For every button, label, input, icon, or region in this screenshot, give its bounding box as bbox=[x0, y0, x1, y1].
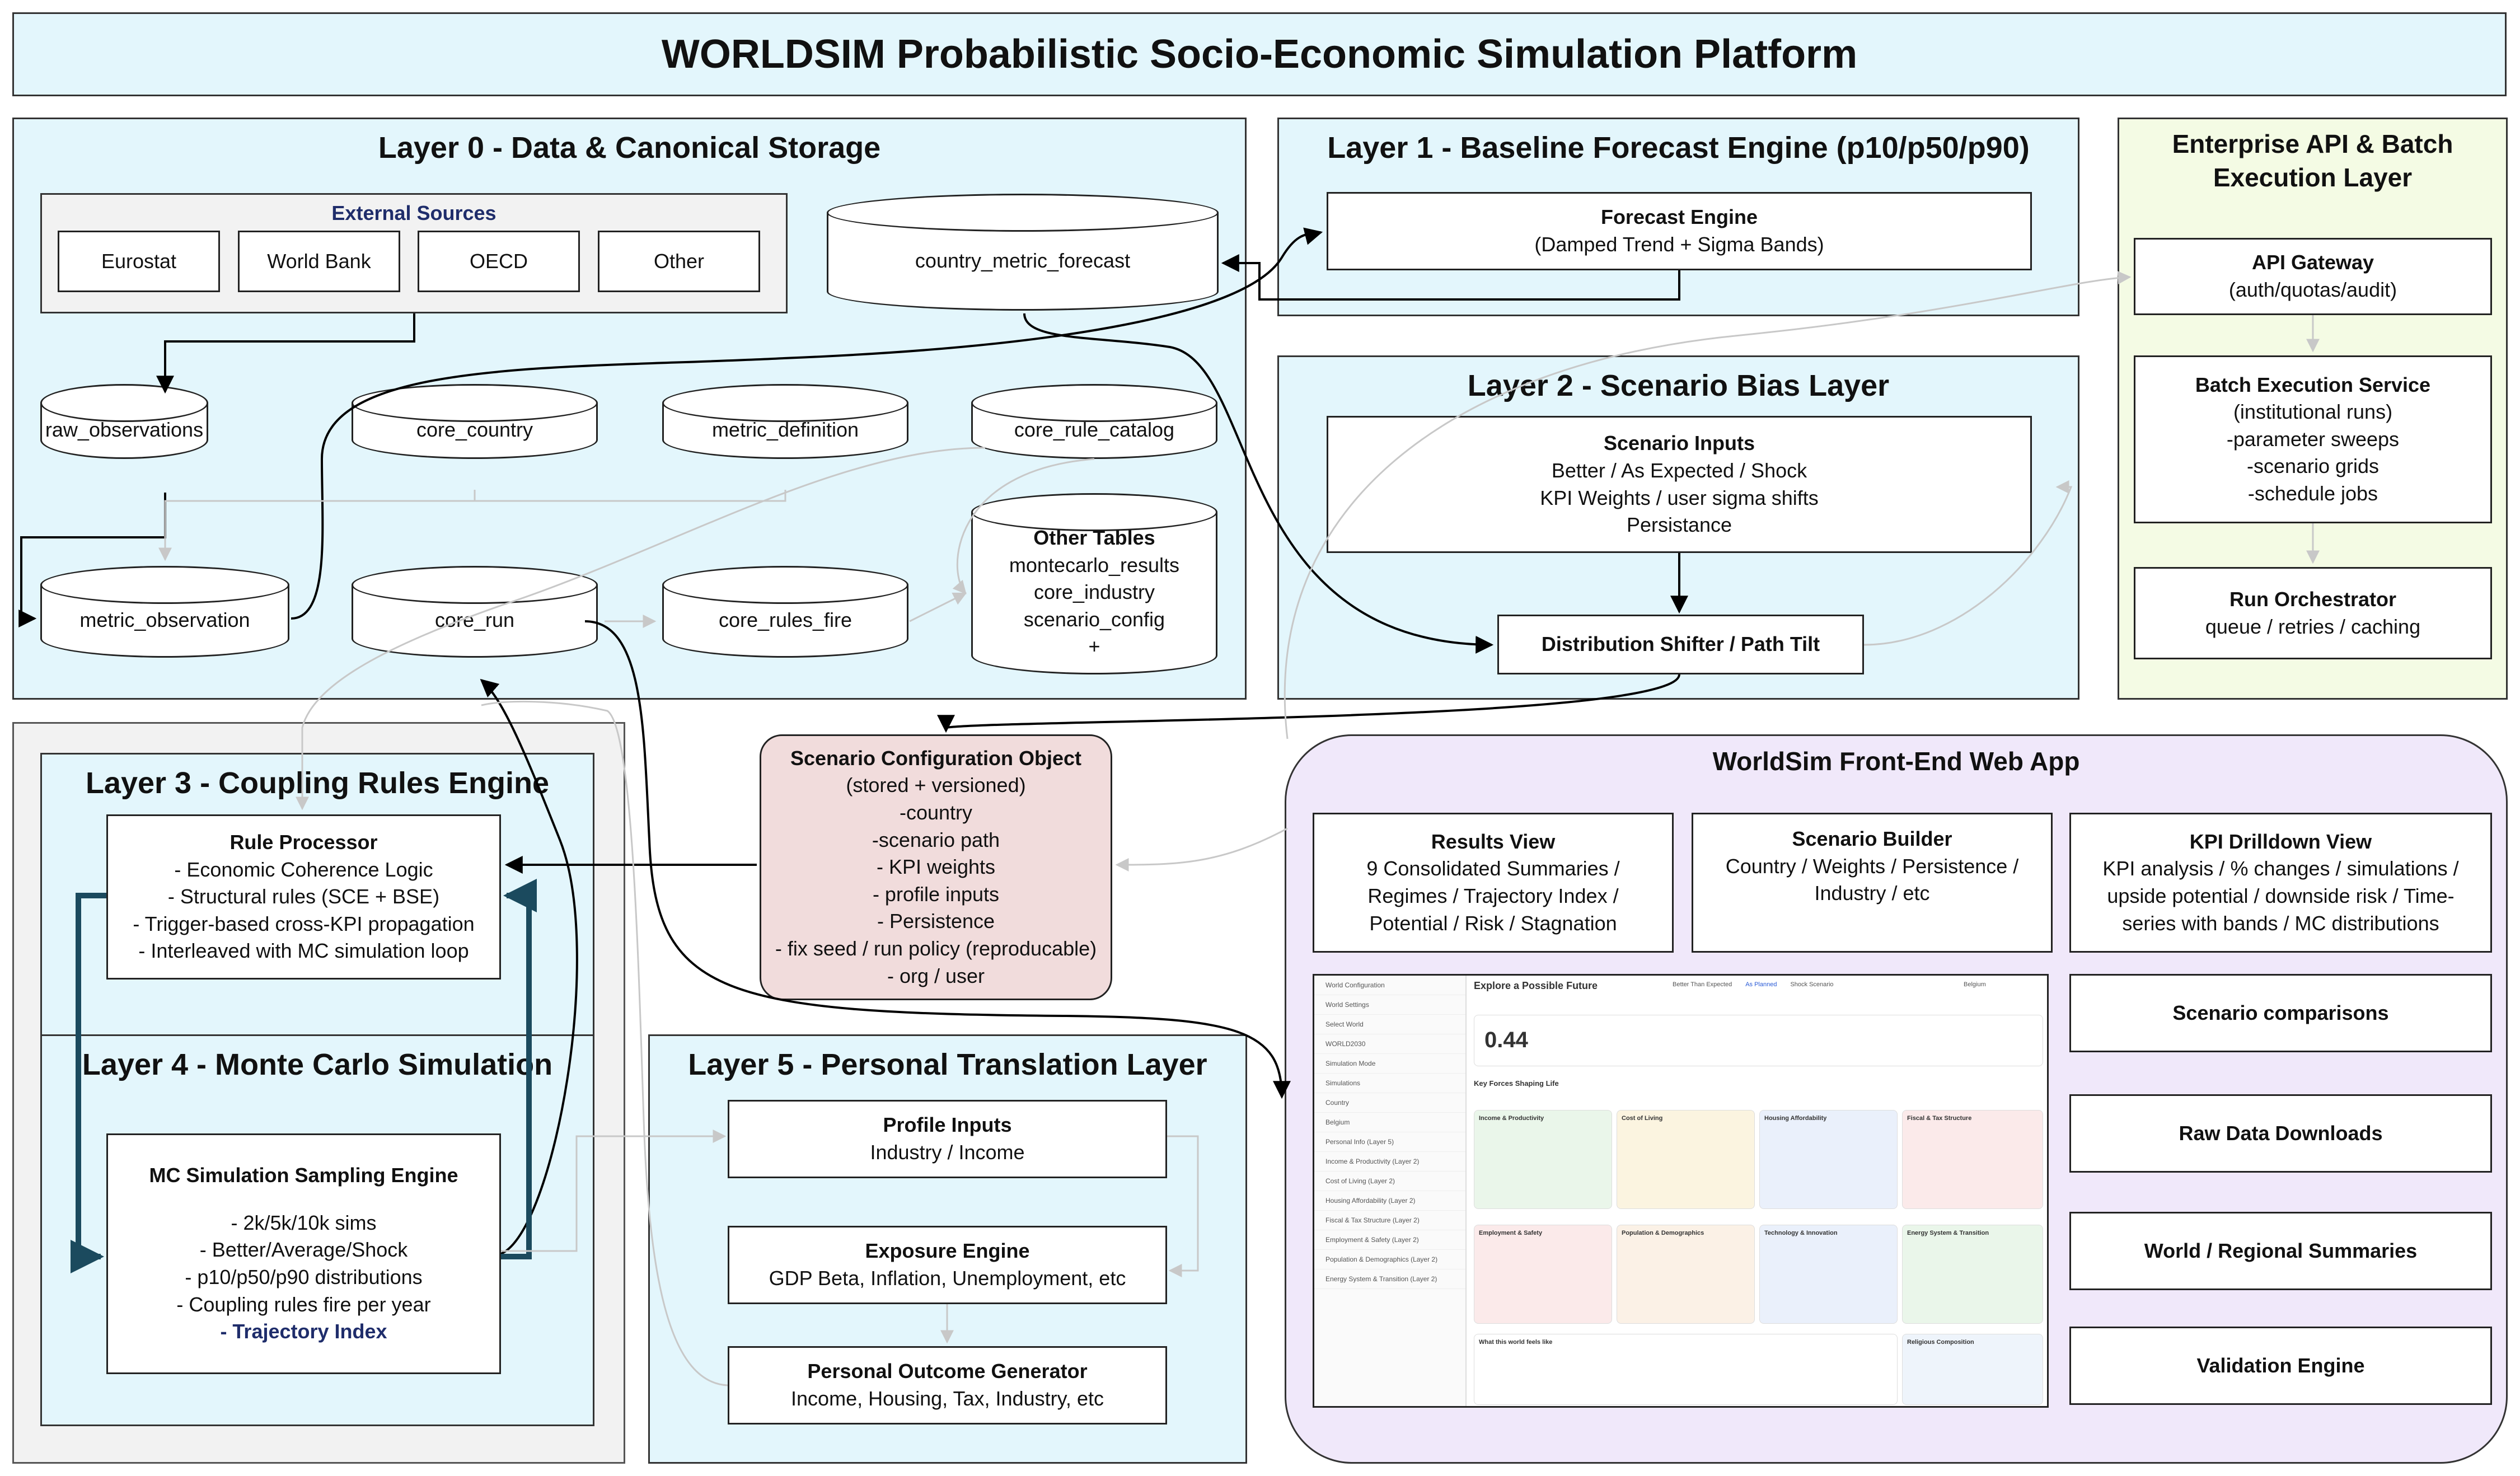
scenario-comparisons-box: Scenario comparisons bbox=[2069, 974, 2492, 1052]
arrow-mc-to-core-run bbox=[480, 678, 578, 1255]
mock-scenario-tabs: Better Than Expected As Planned Shock Sc… bbox=[1673, 981, 1834, 988]
app-screenshot-mockup: World Configuration World Settings Selec… bbox=[1313, 974, 2049, 1408]
mock-card-energy: Energy System & Transition bbox=[1902, 1225, 2043, 1324]
mock-heading: Explore a Possible Future bbox=[1474, 980, 1598, 991]
arrow-external-to-raw bbox=[156, 313, 415, 394]
mock-section-title: Key Forces Shaping Life bbox=[1474, 1079, 1559, 1088]
arrow-mc-to-rule bbox=[501, 879, 537, 1259]
arrow-shifter-to-frontend bbox=[1863, 480, 2073, 646]
mock-card-feels-like: What this world feels like bbox=[1474, 1334, 1898, 1405]
arrow-raw-to-metricobs bbox=[18, 493, 166, 627]
layer5-title: Layer 5 - Personal Translation Layer bbox=[688, 1048, 1207, 1081]
validation-engine-box: Validation Engine bbox=[2069, 1327, 2492, 1405]
arrow-outcome-to-corerun bbox=[481, 700, 728, 1386]
api-gateway-box: API Gateway (auth/quotas/audit) bbox=[2134, 238, 2492, 315]
layer1-title: Layer 1 - Baseline Forecast Engine (p10/… bbox=[1327, 131, 2030, 165]
profile-inputs-box: Profile Inputs Industry / Income bbox=[728, 1100, 1167, 1178]
mock-card-income: Income & Productivity bbox=[1474, 1110, 1612, 1209]
mock-score-card: 0.44 bbox=[1474, 1015, 2043, 1066]
arrow-rulecatalog-to-other bbox=[952, 458, 1095, 594]
arrow-frontend-to-gateway bbox=[1284, 271, 2132, 739]
mock-country: Belgium bbox=[1964, 981, 1986, 988]
scenario-config-object: Scenario Configuration Object (stored + … bbox=[760, 734, 1112, 1000]
rule-processor-box: Rule Processor - Economic Coherence Logi… bbox=[106, 814, 501, 980]
mock-card-cost: Cost of Living bbox=[1617, 1110, 1755, 1209]
arrow-metricdef-link bbox=[475, 490, 786, 502]
forecast-engine-box: Forecast Engine (Damped Trend + Sigma Ba… bbox=[1327, 192, 2032, 270]
mock-card-employment: Employment & Safety bbox=[1474, 1225, 1612, 1324]
distribution-shifter-box: Distribution Shifter / Path Tilt bbox=[1497, 615, 1864, 674]
page-title: WORLDSIM Probabilistic Socio-Economic Si… bbox=[12, 12, 2507, 96]
layer3-title: Layer 3 - Coupling Rules Engine bbox=[85, 766, 550, 800]
arrow-forecast-to-shifter bbox=[1023, 313, 1494, 654]
arrow-shifter-to-scenario-config bbox=[937, 674, 1680, 733]
layer0-title: Layer 0 - Data & Canonical Storage bbox=[378, 131, 881, 165]
table-other-tables: Other Tables montecarlo_results core_ind… bbox=[971, 493, 1217, 674]
arrow-mc-to-profile bbox=[501, 1130, 727, 1252]
raw-data-downloads-box: Raw Data Downloads bbox=[2069, 1094, 2492, 1173]
table-core-rule-catalog: core_rule_catalog bbox=[971, 384, 1217, 459]
arrow-rule-to-mc bbox=[71, 893, 106, 1273]
arrow-core-run-to-frontend bbox=[584, 620, 1291, 1099]
layer4-title: Layer 4 - Monte Carlo Simulation bbox=[82, 1048, 553, 1081]
external-sources-title: External Sources bbox=[331, 202, 496, 224]
results-view-box: Results View 9 Consolidated Summaries / … bbox=[1313, 813, 1674, 953]
personal-outcome-box: Personal Outcome Generator Income, Housi… bbox=[728, 1346, 1167, 1425]
scenario-inputs-box: Scenario Inputs Better / As Expected / S… bbox=[1327, 416, 2032, 553]
source-other: Other bbox=[598, 231, 760, 292]
table-metric-observation: metric_observation bbox=[40, 566, 289, 658]
source-oecd: OECD bbox=[418, 231, 580, 292]
table-core-rules-fire: core_rules_fire bbox=[662, 566, 908, 658]
batch-execution-box: Batch Execution Service (institutional r… bbox=[2134, 355, 2492, 523]
mock-card-housing: Housing Affordability bbox=[1759, 1110, 1898, 1209]
arrow-rulesfire-to-other bbox=[909, 592, 967, 622]
run-orchestrator-box: Run Orchestrator queue / retries / cachi… bbox=[2134, 567, 2492, 659]
arrow-metricobs-to-forecast-engine bbox=[291, 227, 1323, 620]
enterprise-title: Enterprise API & Batch Execution Layer bbox=[2172, 129, 2453, 192]
mock-card-population: Population & Demographics bbox=[1617, 1225, 1755, 1324]
exposure-engine-box: Exposure Engine GDP Beta, Inflation, Une… bbox=[728, 1226, 1167, 1304]
scenario-builder-box: Scenario Builder Country / Weights / Per… bbox=[1692, 813, 2053, 953]
world-regional-summaries-box: World / Regional Summaries bbox=[2069, 1212, 2492, 1290]
table-country-metric-forecast: country_metric_forecast bbox=[827, 194, 1219, 311]
arrow-engine-to-forecast-table bbox=[1221, 254, 1680, 301]
source-world-bank: World Bank bbox=[238, 231, 400, 292]
arrow-scenario-config-link bbox=[1115, 827, 1288, 871]
layer2-title: Layer 2 - Scenario Bias Layer bbox=[1467, 369, 1890, 402]
table-raw-observations: raw_observations bbox=[40, 384, 208, 459]
frontend-title: WorldSim Front-End Web App bbox=[1712, 747, 2080, 776]
mock-sidebar: World Configuration World Settings Selec… bbox=[1314, 976, 1467, 1406]
mock-card-technology: Technology & Innovation bbox=[1759, 1225, 1898, 1324]
kpi-drilldown-box: KPI Drilldown View KPI analysis / % chan… bbox=[2069, 813, 2492, 953]
layer3-panel: Layer 3 - Coupling Rules Engine bbox=[40, 753, 594, 1041]
arrow-profile-to-exposure bbox=[1167, 1135, 1199, 1277]
source-eurostat: Eurostat bbox=[58, 231, 220, 292]
mock-card-religion: Religious Composition bbox=[1902, 1334, 2043, 1405]
mock-card-fiscal: Fiscal & Tax Structure bbox=[1902, 1110, 2043, 1209]
arrow-rulecatalog-to-rule-processor bbox=[296, 447, 986, 810]
table-metric-definition: metric_definition bbox=[662, 384, 908, 459]
arrow-corecountry-to-metricobs bbox=[158, 490, 476, 561]
mc-sampling-engine-box: MC Simulation Sampling Engine - 2k/5k/10… bbox=[106, 1133, 501, 1374]
